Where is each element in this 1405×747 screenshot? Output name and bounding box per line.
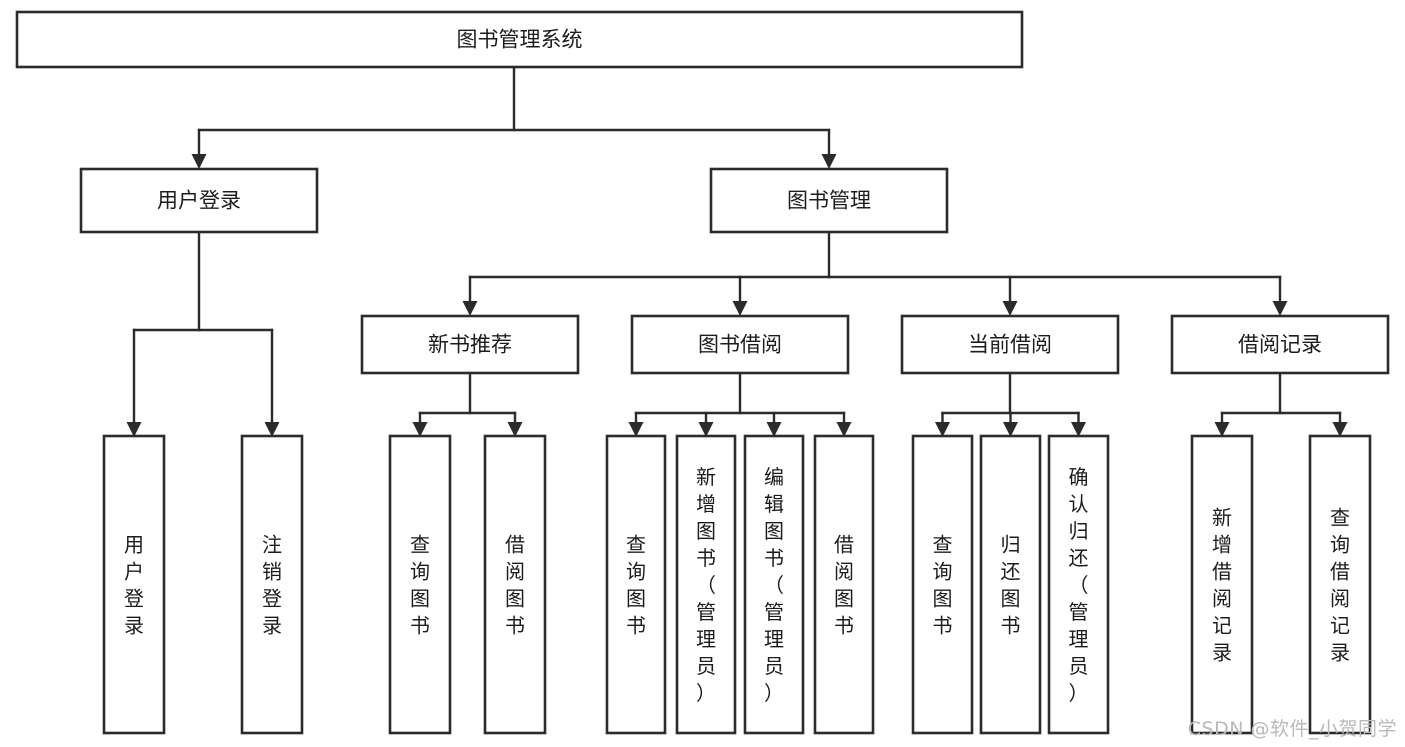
node-leaf-10-label: 确认归还（管理员）: [1069, 465, 1089, 705]
arrowhead-level3-3: [1272, 301, 1288, 316]
arrowhead-leaf-3-0: [935, 422, 950, 437]
node-level3-1[interactable]: 图书借阅: [630, 314, 850, 375]
node-level3-3-label: 借阅记录: [1238, 333, 1322, 357]
node-leaf-0-rect[interactable]: [102, 434, 166, 735]
node-leaf-1-label: 注销登录: [262, 533, 282, 638]
node-leaf-4[interactable]: 查询图书: [605, 434, 667, 735]
node-leaf-6-rect[interactable]: [743, 434, 805, 735]
node-level2-1[interactable]: 图书管理: [709, 167, 949, 234]
node-leaf-9-label: 归还图书: [1001, 533, 1021, 638]
node-leaf-11-rect[interactable]: [1190, 434, 1254, 735]
node-leaf-0[interactable]: 用户登录: [102, 434, 166, 735]
node-leaf-12[interactable]: 查询借阅记录: [1308, 434, 1372, 735]
arrowhead-leaf-2-0: [628, 422, 644, 437]
node-leaf-9[interactable]: 归还图书: [979, 434, 1042, 735]
arrowhead-leaf-4-1: [1332, 422, 1348, 437]
node-level3-3[interactable]: 借阅记录: [1170, 314, 1390, 375]
node-leaf-2-label: 查询图书: [410, 533, 430, 638]
arrowhead-leaf-3-1: [1003, 422, 1018, 437]
node-level3-3-rect[interactable]: [1170, 314, 1390, 375]
arrowhead-leaf-2-1: [698, 422, 714, 437]
arrowhead-leaf-2-3: [836, 422, 852, 437]
node-leaf-8-rect[interactable]: [911, 434, 974, 735]
arrowhead-leaf-1-0: [412, 422, 428, 437]
arrowhead-level2-1: [821, 154, 837, 169]
node-leaf-2-rect[interactable]: [388, 434, 452, 735]
node-leaf-7[interactable]: 借阅图书: [813, 434, 875, 735]
node-level2-0[interactable]: 用户登录: [79, 167, 319, 234]
node-leaf-9-rect[interactable]: [979, 434, 1042, 735]
node-leaf-6[interactable]: 编辑图书（管理员）: [743, 434, 805, 735]
arrowhead-level3-2: [1002, 301, 1018, 316]
node-leaf-5-label: 新增图书（管理员）: [696, 465, 716, 705]
node-level3-2-label: 当前借阅: [968, 333, 1052, 357]
node-level3-1-label: 图书借阅: [698, 333, 782, 357]
node-leaf-5-rect[interactable]: [675, 434, 737, 735]
node-level3-0[interactable]: 新书推荐: [360, 314, 580, 375]
arrowhead-level3-0: [462, 301, 478, 316]
node-root[interactable]: 图书管理系统: [15, 10, 1024, 69]
connector-layer: [126, 65, 1348, 437]
arrowhead-level2-0: [191, 154, 207, 169]
node-leaf-3-rect[interactable]: [483, 434, 547, 735]
node-leaf-3[interactable]: 借阅图书: [483, 434, 547, 735]
watermark-text: CSDN @软件_小贺同学: [1187, 718, 1397, 740]
arrowhead-leaf-3-2: [1071, 422, 1086, 437]
node-leaf-10-rect[interactable]: [1047, 434, 1110, 735]
arrowhead-leaf-0-0: [126, 422, 142, 437]
node-leaf-10[interactable]: 确认归还（管理员）: [1047, 434, 1110, 735]
node-root-label: 图书管理系统: [457, 28, 583, 52]
node-leaf-2[interactable]: 查询图书: [388, 434, 452, 735]
node-leaf-3-label: 借阅图书: [505, 533, 525, 638]
node-layer: 图书管理系统用户登录图书管理新书推荐图书借阅当前借阅借阅记录用户登录注销登录查询…: [15, 10, 1390, 735]
node-leaf-5[interactable]: 新增图书（管理员）: [675, 434, 737, 735]
node-leaf-4-rect[interactable]: [605, 434, 667, 735]
node-leaf-12-label: 查询借阅记录: [1330, 506, 1350, 665]
arrowhead-leaf-0-1: [264, 422, 280, 437]
node-leaf-1[interactable]: 注销登录: [240, 434, 304, 735]
node-leaf-1-rect[interactable]: [240, 434, 304, 735]
node-level3-2-rect[interactable]: [900, 314, 1120, 375]
node-leaf-6-label: 编辑图书（管理员）: [764, 465, 784, 705]
arrowhead-leaf-2-2: [766, 422, 782, 437]
node-level2-0-rect[interactable]: [79, 167, 319, 234]
node-leaf-0-label: 用户登录: [124, 533, 144, 638]
node-level3-1-rect[interactable]: [630, 314, 850, 375]
node-level3-2[interactable]: 当前借阅: [900, 314, 1120, 375]
node-level2-0-label: 用户登录: [157, 189, 241, 213]
node-level2-1-rect[interactable]: [709, 167, 949, 234]
node-leaf-8[interactable]: 查询图书: [911, 434, 974, 735]
arrowhead-level3-1: [732, 301, 748, 316]
node-level2-1-label: 图书管理: [787, 189, 871, 213]
node-leaf-7-label: 借阅图书: [834, 533, 854, 638]
node-level3-0-label: 新书推荐: [428, 333, 512, 357]
arrowhead-leaf-4-0: [1214, 422, 1230, 437]
node-root-rect[interactable]: [15, 10, 1024, 69]
node-leaf-11[interactable]: 新增借阅记录: [1190, 434, 1254, 735]
node-level3-0-rect[interactable]: [360, 314, 580, 375]
node-leaf-11-label: 新增借阅记录: [1212, 506, 1232, 665]
node-leaf-8-label: 查询图书: [933, 533, 953, 638]
arrowhead-leaf-1-1: [507, 422, 523, 437]
node-leaf-12-rect[interactable]: [1308, 434, 1372, 735]
node-leaf-7-rect[interactable]: [813, 434, 875, 735]
node-leaf-4-label: 查询图书: [626, 533, 646, 638]
